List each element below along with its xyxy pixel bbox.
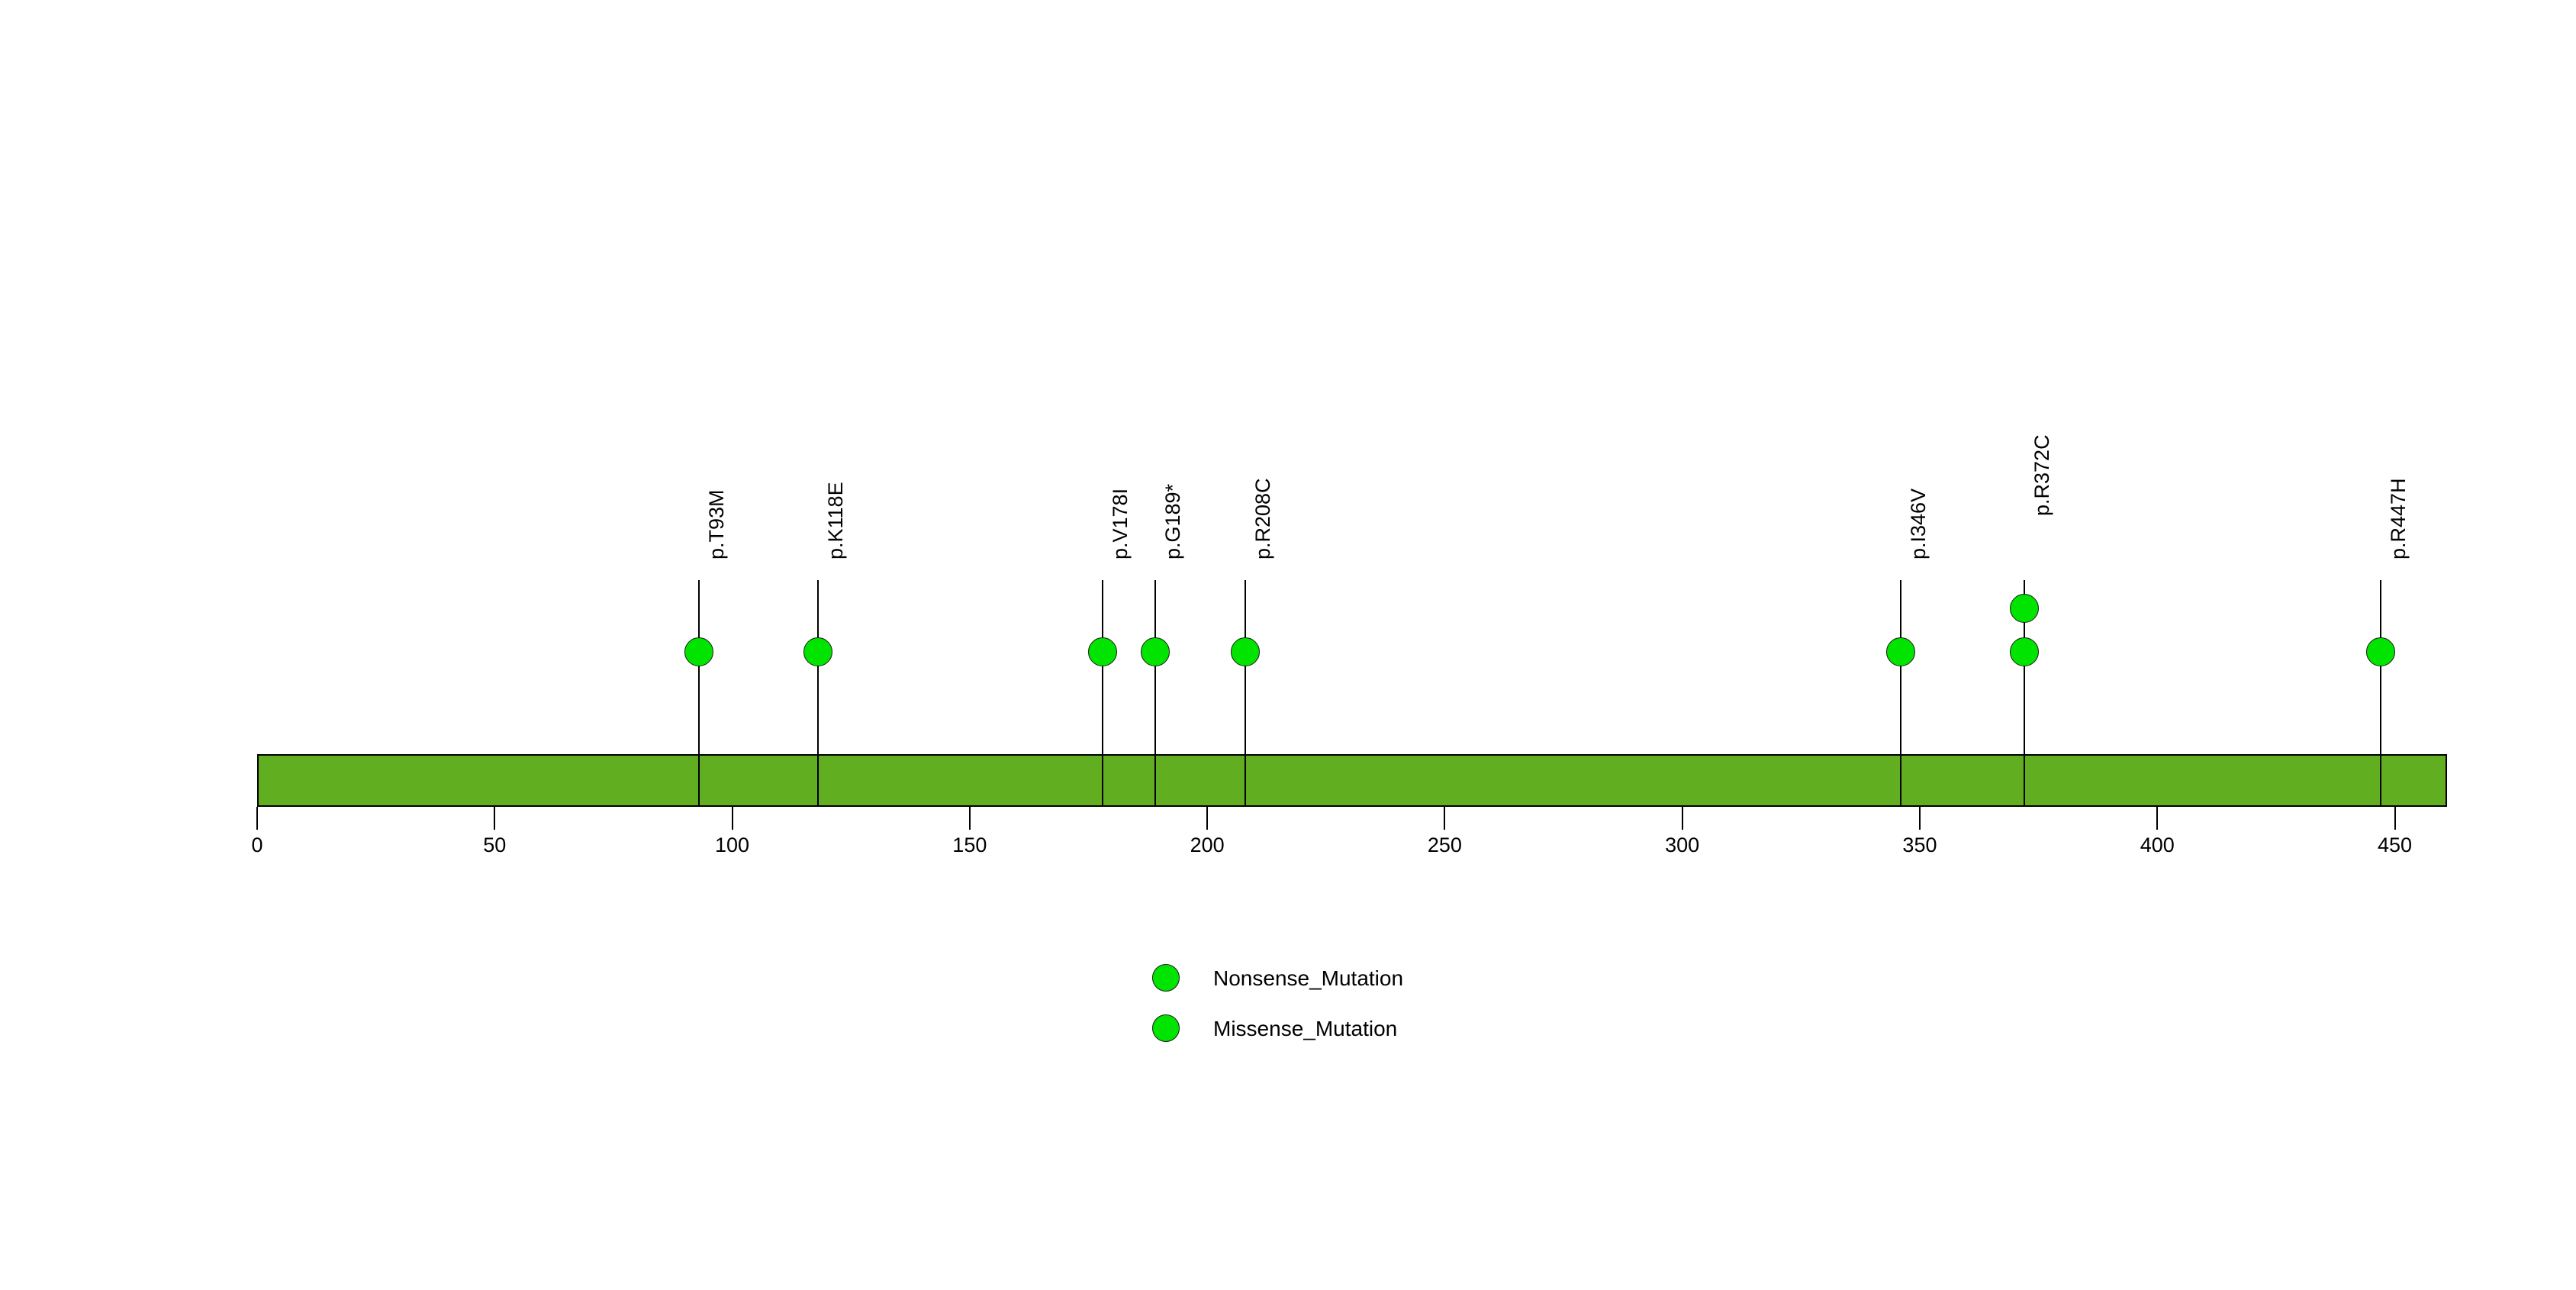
lollipop-dot[interactable] xyxy=(2365,637,2395,666)
axis-tick-label: 300 xyxy=(1665,834,1700,856)
axis-tick-label: 450 xyxy=(2377,834,2413,856)
axis-tick-mark xyxy=(1444,807,1446,830)
axis-tick-mark xyxy=(731,807,733,830)
lollipop-dot[interactable] xyxy=(803,637,832,666)
axis-tick-label: 250 xyxy=(1427,834,1462,856)
axis-tick-mark xyxy=(1918,807,1921,830)
axis-tick-label: 400 xyxy=(2140,834,2175,856)
lollipop-stem xyxy=(1154,580,1156,807)
lollipop-stem xyxy=(816,580,819,807)
axis-tick-mark xyxy=(494,807,496,830)
lollipop-dot[interactable] xyxy=(1230,637,1260,666)
lollipop-label: p.K118E xyxy=(823,482,847,560)
lollipop-dot[interactable] xyxy=(2009,637,2039,666)
axis-tick-label: 200 xyxy=(1190,834,1225,856)
axis-tick-label: 50 xyxy=(483,834,507,856)
lollipop-dot[interactable] xyxy=(1088,637,1118,666)
lollipop-dot[interactable] xyxy=(684,637,713,666)
axis-tick-mark xyxy=(1681,807,1683,830)
axis-tick-mark xyxy=(2156,807,2159,830)
axis-tick-label: 150 xyxy=(952,834,987,856)
lollipop-label: p.V178I xyxy=(1109,488,1132,560)
axis-tick-label: 100 xyxy=(715,834,750,856)
lollipop-stem xyxy=(697,580,700,807)
protein-backbone-bar xyxy=(257,754,2447,807)
lollipop-label: p.R447H xyxy=(2386,478,2410,560)
axis-tick-mark xyxy=(968,807,971,830)
axis-tick-label: 350 xyxy=(1902,834,1937,856)
legend-color-swatch xyxy=(1152,1014,1180,1042)
lollipop-stem xyxy=(2023,580,2025,807)
lollipop-label: p.R372C xyxy=(2030,434,2053,516)
legend-color-swatch xyxy=(1152,964,1180,992)
lollipop-stem xyxy=(1102,580,1104,807)
axis-tick-mark xyxy=(256,807,258,830)
lollipop-dot[interactable] xyxy=(1140,637,1170,666)
lollipop-dot[interactable] xyxy=(2009,594,2039,623)
legend-label: Nonsense_Mutation xyxy=(1213,966,1404,990)
lollipop-dot[interactable] xyxy=(1886,637,1916,666)
axis-tick-label: 0 xyxy=(251,834,263,856)
lollipop-label: p.T93M xyxy=(704,489,728,560)
lollipop-label: p.R208C xyxy=(1251,478,1274,560)
axis-tick-mark xyxy=(1206,807,1209,830)
legend-label: Missense_Mutation xyxy=(1213,1017,1398,1040)
lollipop-label: p.I346V xyxy=(1907,488,1930,560)
lollipop-stem xyxy=(1900,580,1902,807)
lollipop-label: p.G189* xyxy=(1161,483,1184,560)
lollipop-stem xyxy=(1244,580,1246,807)
lollipop-stem xyxy=(2379,580,2381,807)
axis-tick-mark xyxy=(2394,807,2396,830)
